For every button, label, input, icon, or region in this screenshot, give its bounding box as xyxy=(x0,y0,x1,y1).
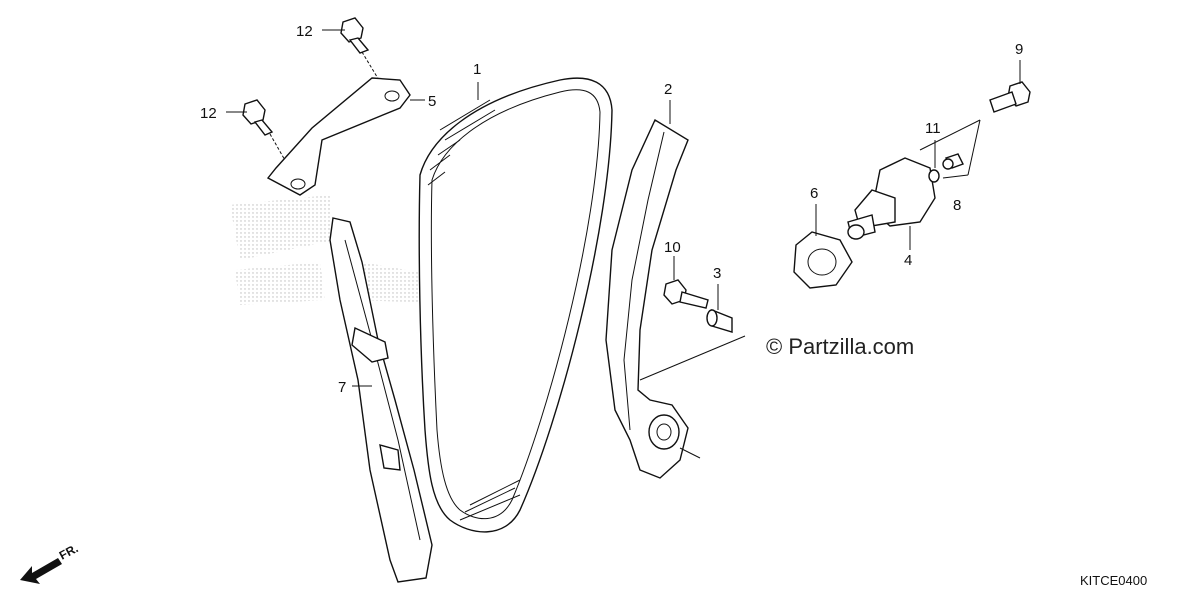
callout-12-upper: 12 xyxy=(296,23,313,40)
front-label: FR. xyxy=(57,541,81,562)
callout-6: 6 xyxy=(810,185,818,202)
bolt-12-lower[interactable] xyxy=(242,99,299,184)
washer-11[interactable] xyxy=(928,169,940,183)
callout-2: 2 xyxy=(664,81,672,98)
flange-bolt-9[interactable] xyxy=(989,81,1031,113)
callout-11: 11 xyxy=(925,120,941,137)
retaining-plate-5[interactable] xyxy=(266,77,411,196)
front-arrow-icon xyxy=(20,558,62,584)
gasket-6[interactable] xyxy=(793,231,853,289)
chain-guide-7[interactable] xyxy=(329,217,433,583)
partzilla-watermark: © Partzilla.com xyxy=(766,334,914,359)
leader-lines xyxy=(226,29,1021,387)
cam-chain-1[interactable] xyxy=(418,77,613,533)
bolt-8[interactable] xyxy=(942,153,964,170)
callout-3: 3 xyxy=(713,265,721,282)
callout-12-lower: 12 xyxy=(200,105,217,122)
tensioner-lifter-4[interactable] xyxy=(847,157,936,240)
callout-5: 5 xyxy=(428,93,436,110)
callout-labels: 12 12 5 1 2 9 11 6 8 4 10 3 7 xyxy=(200,23,1023,396)
callout-9: 9 xyxy=(1015,41,1023,58)
callout-1: 1 xyxy=(473,61,481,78)
pivot-bolt-10[interactable] xyxy=(663,279,709,309)
collar-3[interactable] xyxy=(639,308,746,381)
chain-links-bottom xyxy=(459,479,521,521)
tensioner-slipper-2[interactable] xyxy=(605,118,701,479)
diagram-code: KITCE0400 xyxy=(1080,573,1147,588)
chain-links-top xyxy=(427,99,496,186)
callout-8: 8 xyxy=(953,197,961,214)
callout-7: 7 xyxy=(338,379,346,396)
callout-4: 4 xyxy=(904,252,912,269)
callout-10: 10 xyxy=(664,239,681,256)
